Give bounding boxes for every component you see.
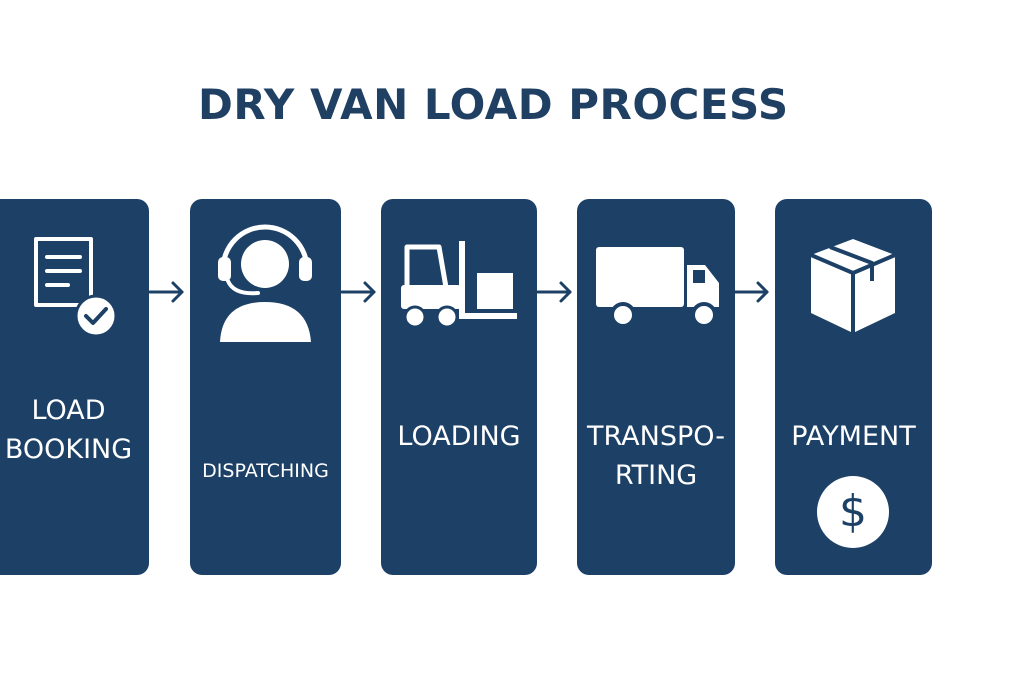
- step-card-load-booking: LOAD BOOKING: [0, 199, 149, 575]
- step-label: LOAD BOOKING: [4, 395, 133, 466]
- step-label: TRANSPO- RTING: [587, 421, 725, 492]
- forklift-icon: [401, 241, 517, 329]
- arrow-right-icon: [536, 281, 572, 303]
- step-label: LOADING: [397, 421, 521, 452]
- document-check-icon: [34, 237, 118, 338]
- step-label: DISPATCHING: [202, 460, 329, 482]
- page-title: DRY VAN LOAD PROCESS: [198, 80, 789, 129]
- step-card-transporting: TRANSPO- RTING: [577, 199, 735, 575]
- arrow-right-icon: [148, 281, 184, 303]
- package-icon: [810, 239, 896, 333]
- arrow-right-icon: [733, 281, 769, 303]
- arrow-right-icon: [340, 281, 376, 303]
- headset-agent-icon: [218, 224, 312, 342]
- step-card-payment: PAYMENT $: [775, 199, 932, 575]
- dollar-coin-icon: $: [817, 476, 889, 548]
- truck-icon: [596, 247, 719, 328]
- step-card-dispatching: DISPATCHING: [190, 199, 341, 575]
- step-card-loading: LOADING: [381, 199, 537, 575]
- step-label: PAYMENT: [791, 421, 916, 452]
